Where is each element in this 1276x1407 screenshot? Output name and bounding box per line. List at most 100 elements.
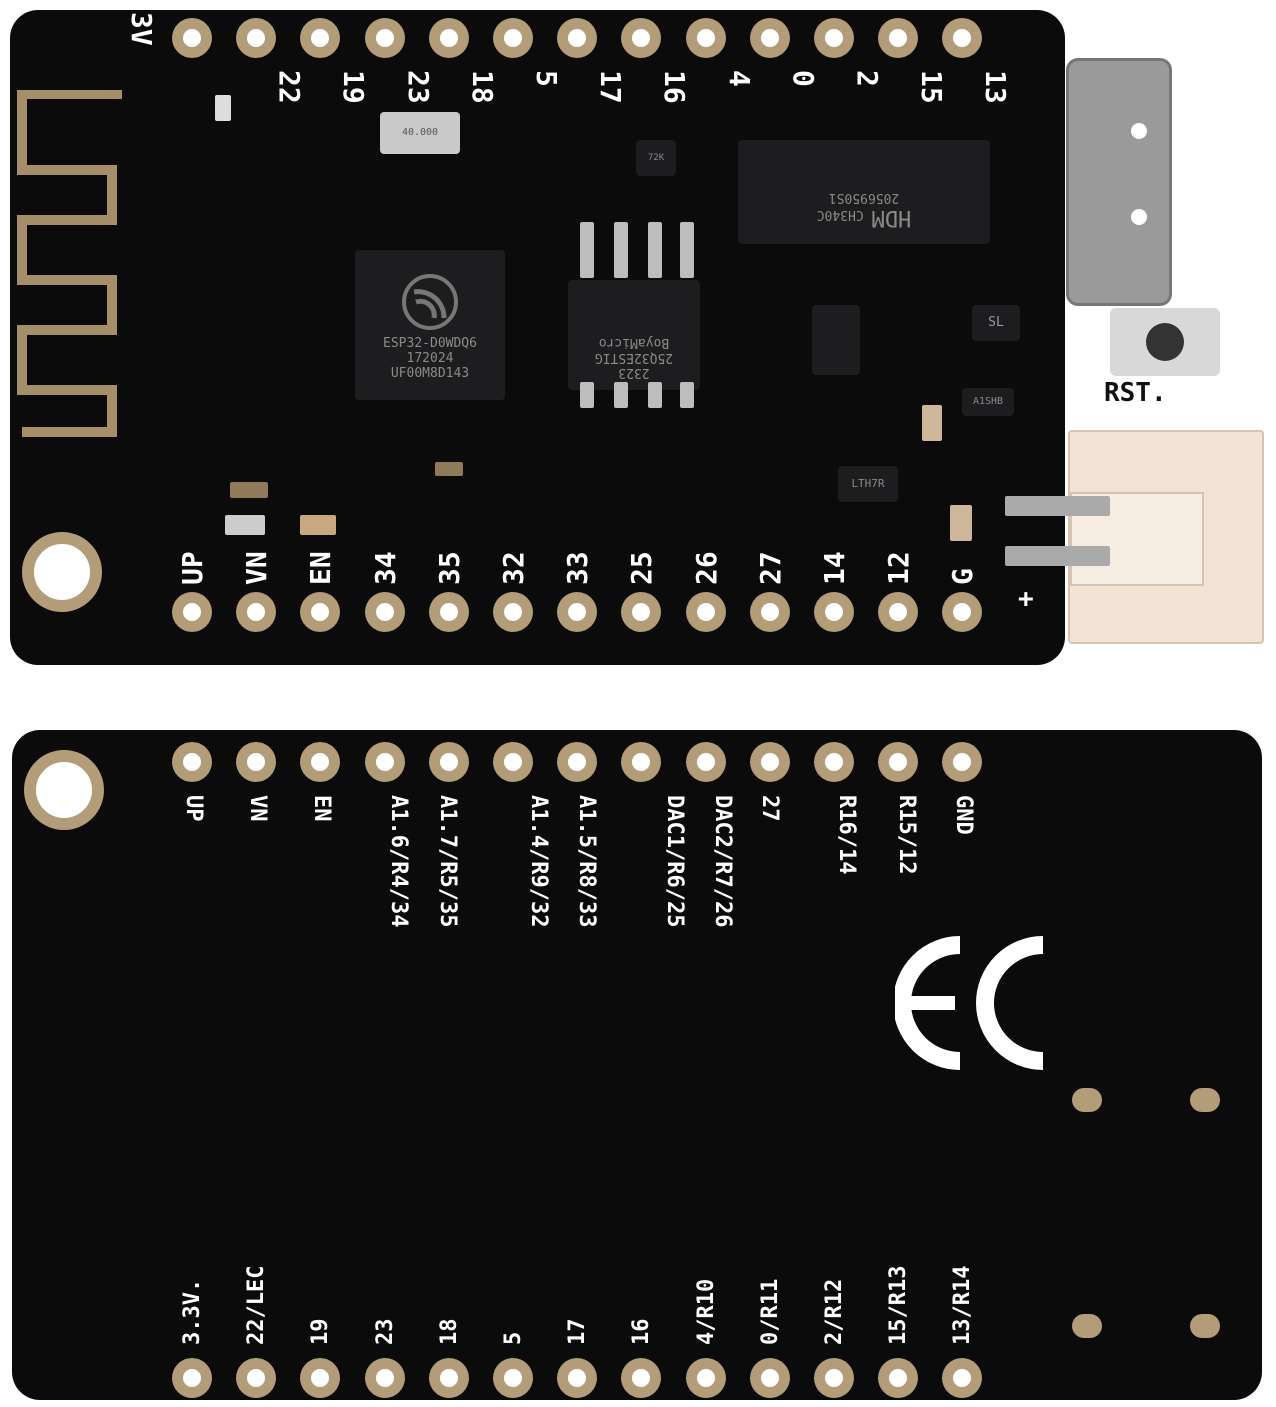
header-pin[interactable] — [300, 1358, 341, 1398]
pin-label-front-bottom: 14 — [818, 551, 851, 585]
header-pin[interactable] — [300, 18, 341, 58]
usb-chip-lot: 2056950S1 — [828, 190, 900, 205]
header-pin[interactable] — [685, 592, 726, 632]
header-pin[interactable] — [685, 742, 726, 782]
ldo-72k: 72K — [636, 140, 676, 176]
header-pin[interactable] — [942, 592, 983, 632]
header-pin[interactable] — [685, 18, 726, 58]
header-pin[interactable] — [364, 1358, 405, 1398]
pin-label-front-bottom: 35 — [432, 551, 466, 585]
header-pin[interactable] — [749, 18, 790, 58]
header-pin[interactable] — [621, 742, 662, 782]
pin-label-front-top: 17 — [594, 70, 628, 104]
reset-button[interactable] — [1110, 308, 1220, 376]
header-pin[interactable] — [172, 1358, 212, 1398]
pin-label-back-top: GND — [951, 795, 976, 835]
header-pin[interactable] — [942, 1358, 983, 1398]
header-pin[interactable] — [814, 18, 854, 58]
header-pin[interactable] — [364, 742, 405, 782]
pin-label-front-bottom: 12 — [882, 551, 916, 585]
esp32-chip: ESP32-D0WDQ6 172024 UF00M8D143 — [355, 250, 505, 400]
reset-button-cap[interactable] — [1146, 323, 1184, 361]
header-pin[interactable] — [942, 18, 983, 58]
header-pin[interactable] — [878, 1358, 919, 1398]
header-pin[interactable] — [364, 18, 405, 58]
header-pin[interactable] — [300, 592, 341, 632]
header-pin[interactable] — [172, 592, 212, 632]
header-pin[interactable] — [236, 1358, 277, 1398]
antenna-trace — [17, 90, 122, 437]
header-pin[interactable] — [878, 742, 919, 782]
header-pin[interactable] — [364, 592, 405, 632]
usb-serial-chip: HDM CH340C 2056950S1 — [738, 140, 990, 244]
header-pin[interactable] — [621, 18, 662, 58]
header-pin[interactable] — [749, 742, 790, 782]
header-pin[interactable] — [942, 742, 983, 782]
header-pin[interactable] — [236, 742, 277, 782]
pin-label-back-top: DAC1/R6/25 — [662, 795, 687, 928]
header-pin[interactable] — [236, 592, 277, 632]
pin-label-front-top: 15 — [915, 70, 949, 104]
pin-label-back-bottom: 18 — [436, 1318, 462, 1346]
pin-label-front-top: 3V — [125, 12, 158, 46]
pin-label-front-top: 13 — [979, 70, 1013, 104]
mcu-model: ESP32-D0WDQ6 — [383, 336, 477, 351]
mounting-hole — [22, 532, 102, 612]
header-pin[interactable] — [749, 592, 790, 632]
header-pin[interactable] — [172, 742, 212, 782]
pin-label-front-bottom: UP — [176, 551, 209, 585]
pin-label-back-bottom: 15/R13 — [886, 1265, 912, 1345]
diode-label: SL — [988, 315, 1004, 330]
header-pin[interactable] — [428, 592, 469, 632]
header-pin[interactable] — [493, 592, 533, 632]
header-pin[interactable] — [493, 1358, 533, 1398]
pin-label-front-top: 0 — [786, 70, 820, 87]
header-pin[interactable] — [621, 1358, 662, 1398]
pin-label-front-bottom: 27 — [753, 551, 787, 585]
pin-label-front-top: 2 — [851, 70, 884, 87]
pin-label-front-bottom: 32 — [497, 551, 530, 585]
header-pin[interactable] — [300, 742, 341, 782]
pin-label-back-top: R16/14 — [834, 795, 859, 875]
header-pin[interactable] — [621, 592, 662, 632]
header-pin[interactable] — [428, 1358, 469, 1398]
header-pin[interactable] — [557, 742, 598, 782]
pin-label-front-bottom: 34 — [368, 551, 402, 585]
pin-label-front-bottom: VN — [240, 551, 274, 585]
pin-label-back-bottom: 17 — [565, 1318, 591, 1346]
board-front — [10, 10, 1065, 665]
pin-label-back-top: UP — [181, 795, 206, 822]
header-pin[interactable] — [493, 18, 533, 58]
battery-connector[interactable] — [1068, 430, 1264, 644]
pin-label-back-bottom: 4/R10 — [693, 1278, 719, 1345]
header-pin[interactable] — [428, 18, 469, 58]
pin-label-front-bottom: EN — [304, 551, 338, 585]
header-pin[interactable] — [557, 18, 598, 58]
header-pin[interactable] — [557, 592, 598, 632]
pin-label-back-top: R15/12 — [894, 795, 919, 875]
header-pin[interactable] — [493, 742, 533, 782]
crystal: 40.000 — [380, 112, 460, 154]
charger-label: LTH7R — [851, 477, 885, 490]
header-pin[interactable] — [557, 1358, 598, 1398]
header-pin[interactable] — [814, 742, 854, 782]
pin-label-front-bottom: G — [946, 568, 980, 585]
header-pin[interactable] — [749, 1358, 790, 1398]
battery-plus-label: + — [1018, 584, 1034, 614]
header-pin[interactable] — [878, 592, 919, 632]
header-pin[interactable] — [236, 18, 277, 58]
header-pin[interactable] — [428, 742, 469, 782]
pin-label-back-bottom: 5 — [501, 1331, 526, 1345]
header-pin[interactable] — [685, 1358, 726, 1398]
flash-date: 2323 — [618, 365, 650, 380]
pin-label-back-top: A1.7/R5/35 — [435, 795, 460, 928]
header-pin[interactable] — [814, 1358, 854, 1398]
mcu-date: 172024 — [406, 351, 454, 366]
usb-c-port[interactable] — [1066, 58, 1172, 306]
pin-label-front-top: 22 — [273, 70, 307, 104]
pin-label-back-top: VN — [245, 795, 270, 822]
header-pin[interactable] — [878, 18, 919, 58]
header-pin[interactable] — [172, 18, 212, 58]
header-pin[interactable] — [814, 592, 854, 632]
pin-label-back-top: 27 — [757, 795, 782, 822]
